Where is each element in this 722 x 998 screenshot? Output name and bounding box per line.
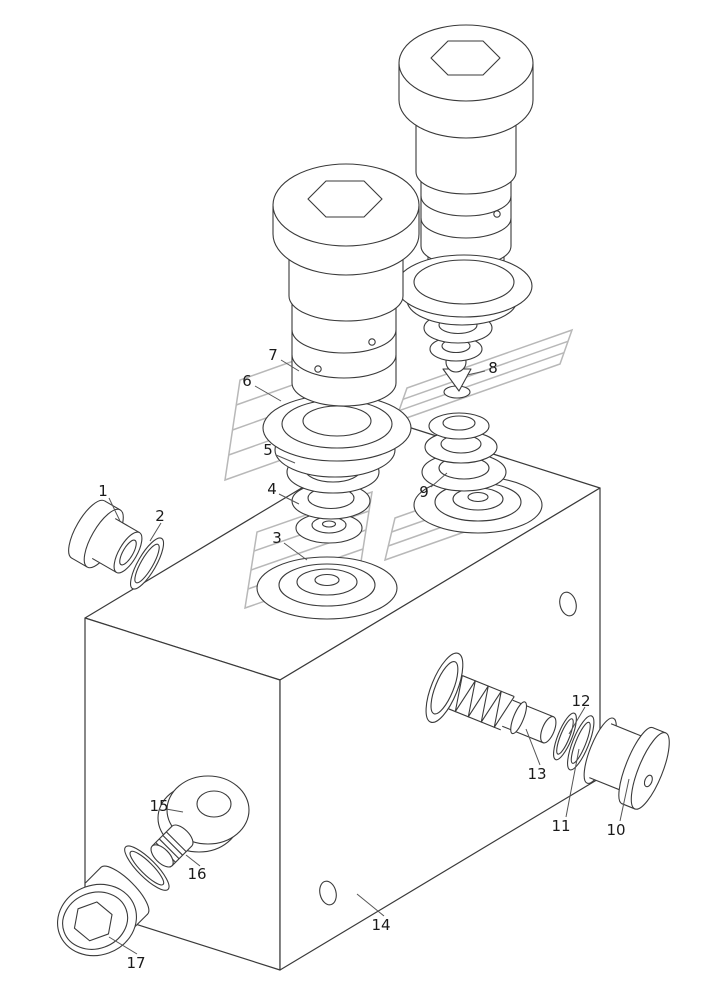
valve-head-rear bbox=[398, 24, 534, 139]
part-8-flange bbox=[395, 254, 533, 326]
mount-hole-icon bbox=[559, 591, 577, 617]
callout-15: 15 bbox=[149, 797, 168, 815]
callout-leaders bbox=[108, 359, 630, 955]
part-12-washer bbox=[553, 712, 577, 761]
callout-1: 1 bbox=[98, 482, 108, 500]
callout-3: 3 bbox=[272, 529, 282, 547]
callout-7: 7 bbox=[268, 346, 278, 364]
callout-13: 13 bbox=[527, 765, 546, 783]
hex-socket-icon bbox=[73, 901, 113, 942]
hex-socket-icon bbox=[430, 40, 501, 76]
part-2-washer bbox=[130, 537, 165, 590]
callout-6: 6 bbox=[242, 372, 252, 390]
callout-12: 12 bbox=[571, 692, 590, 710]
callout-4: 4 bbox=[267, 480, 277, 498]
callout-2: 2 bbox=[155, 507, 165, 525]
parts-linework bbox=[57, 24, 670, 957]
part-8-poppet bbox=[423, 312, 493, 399]
callout-16: 16 bbox=[187, 865, 206, 883]
mount-hole-icon bbox=[319, 880, 337, 906]
part-17-washer bbox=[124, 845, 170, 891]
spring-icon bbox=[454, 675, 515, 728]
part-17-plug-assembly bbox=[57, 845, 170, 957]
part-9-seat-stack bbox=[421, 412, 507, 492]
callout-5: 5 bbox=[263, 441, 273, 459]
hex-socket-icon bbox=[307, 180, 383, 218]
part-11-washer bbox=[567, 715, 595, 771]
cavity-boss-front bbox=[256, 556, 398, 620]
part-1-plug-face bbox=[113, 531, 143, 574]
valve-head-front bbox=[272, 163, 420, 276]
callout-8: 8 bbox=[488, 359, 498, 377]
part-1-2-plug-assembly bbox=[68, 499, 165, 590]
part-17-head bbox=[57, 883, 137, 957]
callout-10: 10 bbox=[606, 821, 625, 839]
callout-17: 17 bbox=[126, 954, 145, 972]
callout-9: 9 bbox=[419, 483, 429, 501]
callout-labels: 1 2 3 4 5 6 7 8 9 10 11 12 13 14 15 16 1… bbox=[98, 346, 625, 972]
part-13-core-and-spring bbox=[425, 652, 557, 744]
part-16-threaded-stub bbox=[150, 824, 194, 868]
callout-11: 11 bbox=[551, 817, 570, 835]
relief-valve-assembly bbox=[425, 652, 670, 810]
callout-14: 14 bbox=[371, 916, 390, 934]
